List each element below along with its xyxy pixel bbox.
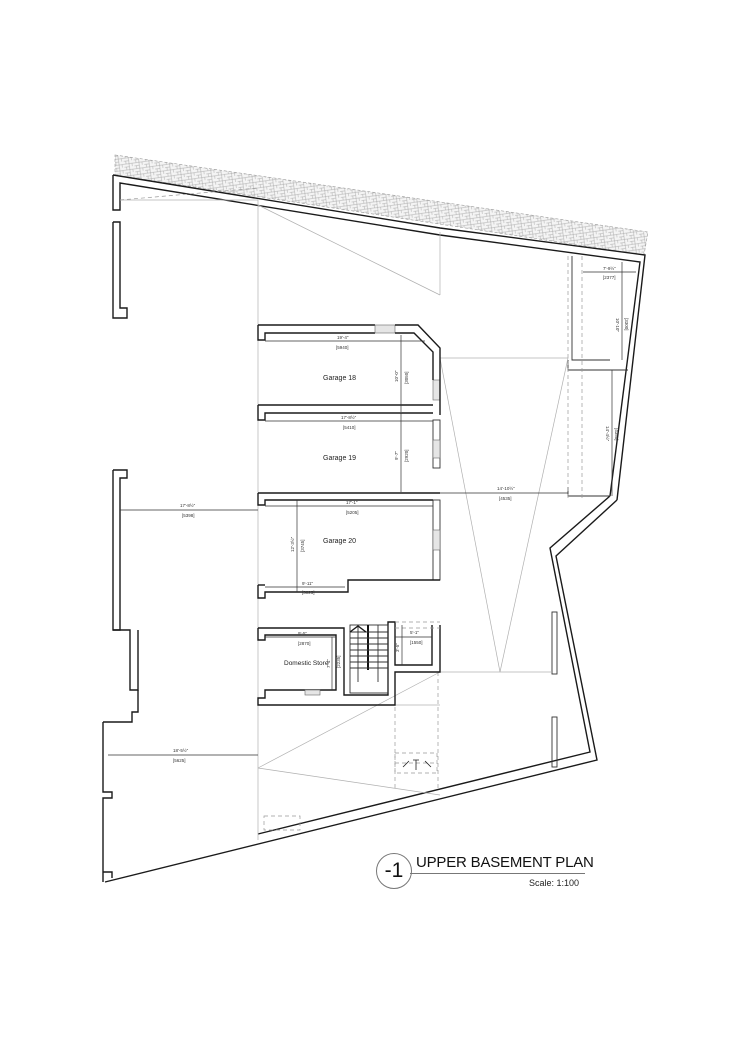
- dim-ramp-span-metric: [4535]: [499, 496, 512, 501]
- dim-store-width: 9'-5": [298, 631, 307, 636]
- dim-garage18-depth: 10'-0": [394, 370, 399, 382]
- dim-garage20-depth: 12'-3½": [289, 536, 295, 552]
- dim-garage20-depth-metric: [3745]: [300, 539, 305, 552]
- room-label-domestic-store: Domestic Store: [284, 660, 329, 667]
- dim-lift-width: 5'-1": [410, 630, 419, 635]
- dim-lift-depth: 3'-5": [395, 643, 400, 652]
- garage-18-walls: [257, 324, 441, 421]
- dim-garage19-width-metric: [5410]: [343, 425, 356, 430]
- dim-right-top-depth: 10'-10": [615, 318, 620, 332]
- room-label-garage-18: Garage 18: [323, 375, 356, 382]
- garage-20-walls: [257, 499, 441, 599]
- dim-right-top-width-metric: [2377]: [603, 275, 616, 280]
- drawing-number-bubble: -1: [376, 853, 412, 889]
- drawing-scale: Scale: 1:100: [529, 878, 580, 888]
- boundary-wall-hatch: [114, 154, 649, 256]
- dim-store-depth: 7'-4": [326, 659, 331, 668]
- dim-garage20-lower-metric: [3025]: [302, 590, 315, 595]
- dim-lift-width-metric: [1550]: [410, 640, 423, 645]
- dim-left-upper-span: 17'-8½": [180, 502, 196, 508]
- dim-right-mid-depth: 14'-4½": [605, 426, 611, 442]
- dim-store-depth-metric: [2235]: [336, 655, 341, 668]
- drawing-number: -1: [384, 859, 404, 882]
- dim-ramp-span: 14'-10½": [497, 485, 515, 491]
- dim-store-width-metric: [2870]: [298, 641, 311, 646]
- garage-19-walls: [257, 419, 441, 506]
- dim-garage19-depth-metric: [2920]: [404, 449, 409, 462]
- title-underline: [410, 873, 585, 874]
- dimension-lines: [108, 262, 636, 756]
- dim-garage20-lower: 9'-11": [302, 581, 314, 586]
- room-label-garage-19: Garage 19: [323, 455, 356, 462]
- entry-arrow-symbol: [263, 752, 438, 831]
- stair-core-walls: [257, 621, 441, 706]
- right-inner-walls: [551, 256, 628, 768]
- dim-garage18-depth-metric: [3050]: [404, 371, 409, 384]
- outer-walls: [102, 174, 646, 883]
- dim-garage20-width-metric: [5205]: [346, 510, 359, 515]
- dim-left-upper-span-metric: [5398]: [182, 513, 195, 518]
- dim-right-mid-depth-metric: [4380]: [614, 428, 619, 441]
- dim-left-lower-span: 18'-5½": [173, 747, 189, 753]
- dim-garage20-width: 17'-1": [346, 500, 358, 505]
- dim-garage19-depth: 9'-7": [394, 451, 399, 460]
- stair-flight: [349, 624, 389, 694]
- drawing-title: UPPER BASEMENT PLAN: [416, 854, 594, 871]
- dim-garage19-width: 17'-8½": [341, 414, 357, 420]
- dim-left-lower-span-metric: [5625]: [173, 758, 186, 763]
- dim-garage18-width-metric: [5940]: [336, 345, 349, 350]
- dim-garage18-width: 19'-4": [337, 335, 349, 340]
- room-label-garage-20: Garage 20: [323, 538, 356, 545]
- dim-right-top-width: 7'-9½": [603, 265, 616, 271]
- dim-right-top-depth-metric: [3300]: [624, 318, 629, 331]
